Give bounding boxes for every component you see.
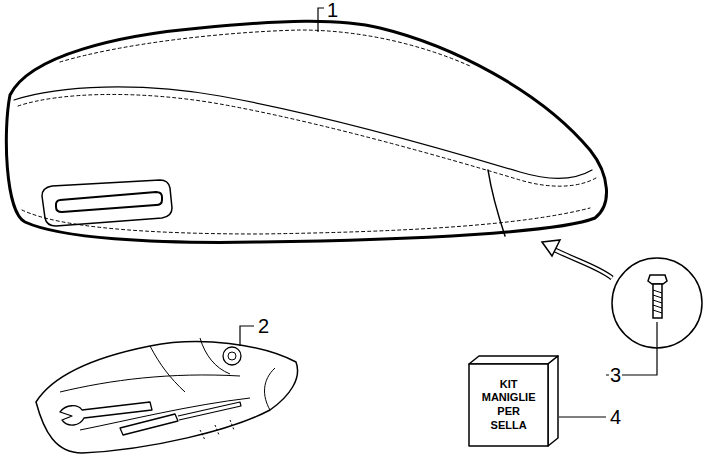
detail-arrow xyxy=(542,240,612,278)
callout-number: 1 xyxy=(326,0,339,20)
tool-bag-drawing xyxy=(36,338,298,453)
callout-number: 3 xyxy=(609,365,622,385)
box-label: KIT MANIGLIE PER SELLA xyxy=(482,378,536,433)
seat-drawing xyxy=(6,21,606,242)
kit-box: KIT MANIGLIE PER SELLA xyxy=(466,352,560,448)
callout-number: 2 xyxy=(257,316,270,336)
leader-lines xyxy=(240,8,657,417)
callout-number: 4 xyxy=(609,407,622,427)
